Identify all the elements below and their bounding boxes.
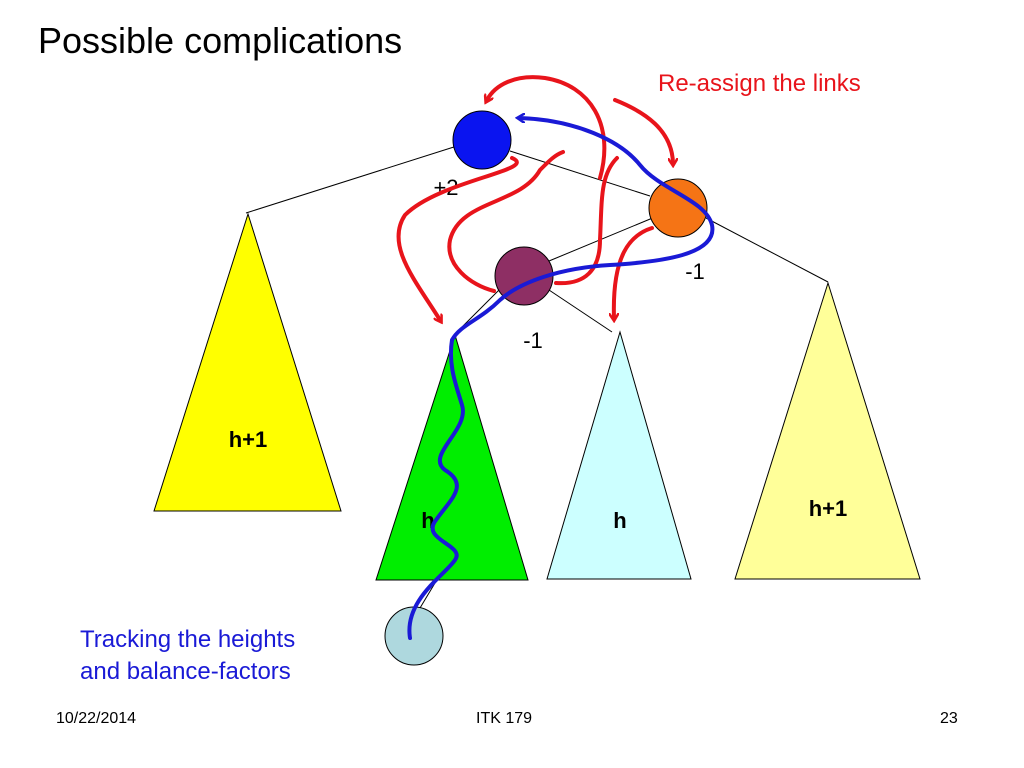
root-node: [452, 110, 512, 170]
red-arrow-top-right: [613, 98, 673, 163]
edge-root-right-child: [509, 150, 651, 197]
right-child-node: [648, 178, 708, 238]
left-subtree-triangle: [153, 212, 342, 512]
tree-edges: [245, 145, 829, 609]
height-tracking-annotation-line-2: and balance-factors: [80, 658, 291, 685]
cyan-subtree-triangle: [546, 330, 692, 580]
left-subtree-label: h+1: [229, 427, 268, 452]
footer-page-number: 23: [940, 710, 958, 727]
relink-arrows: [396, 75, 673, 320]
edge-middle-cyan: [548, 289, 613, 333]
relink-annotation: Re-assign the links: [658, 70, 861, 97]
middle-balance-factor: -1: [523, 328, 543, 353]
slide-title: Possible complications: [38, 20, 403, 61]
red-arrow-down-cyan: [614, 226, 654, 318]
red-arrow-right-loop: [554, 156, 619, 286]
green-subtree-triangle: [375, 333, 529, 581]
cyan-subtree-label: h: [613, 508, 626, 533]
red-arrow-middle-loop: [447, 150, 565, 293]
footer-date: 10/22/2014: [56, 710, 137, 727]
edge-green-inserted: [419, 582, 436, 609]
height-tracking-annotation-line-1: Tracking the heights: [80, 626, 296, 653]
height-tracking-annotation: Tracking the heights and balance-factors: [80, 624, 295, 688]
right-subtree-triangle: [734, 281, 921, 580]
right-child-balance-factor: -1: [685, 259, 705, 284]
red-arrow-left-loop: [396, 156, 519, 320]
edge-right-child-right: [705, 217, 829, 283]
right-subtree-label: h+1: [809, 496, 848, 521]
footer-course: ITK 179: [476, 710, 533, 727]
edge-root-left: [245, 145, 458, 214]
height-tracking-path: [407, 118, 715, 640]
red-arrow-top-left: [487, 75, 607, 180]
inserted-node: [384, 606, 444, 666]
